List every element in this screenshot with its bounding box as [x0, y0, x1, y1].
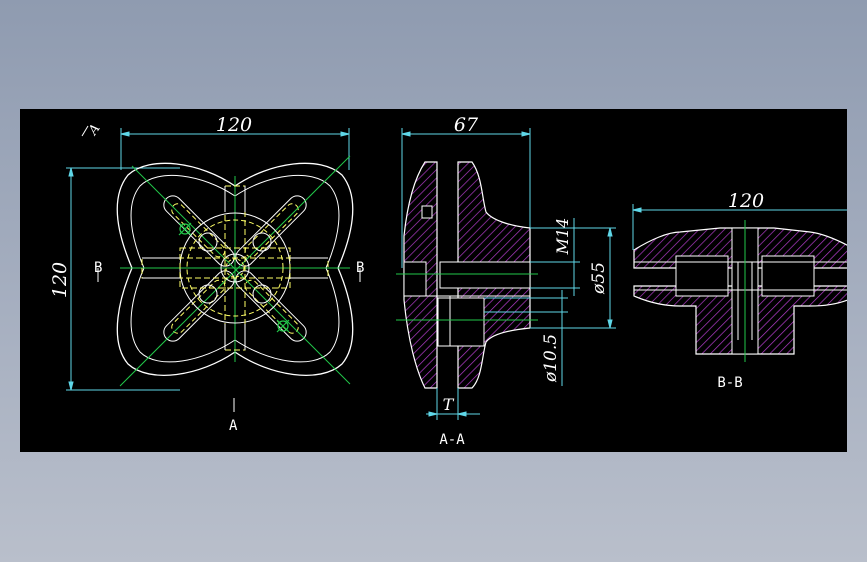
centerlines: [119, 155, 351, 387]
aa-centerlines: [396, 273, 538, 321]
section-a-mark-bottom: A: [229, 418, 238, 434]
aa-t-label: T: [443, 395, 455, 414]
bb-caption: B-B: [717, 375, 742, 391]
bolt-holes: [198, 232, 272, 304]
aa-bore-lower: [437, 297, 485, 347]
section-aa-view: 67 M14 ø55: [396, 114, 616, 448]
aa-right-dimensions: [484, 218, 616, 386]
hub-bore-circle: [220, 253, 250, 283]
diagonal-slots: [163, 195, 307, 342]
hub-bore-thread-circle: [225, 258, 245, 278]
bb-right-void: [761, 255, 815, 297]
cross-arms: [142, 186, 328, 350]
front-height-dimension: [66, 167, 180, 391]
bb-width-label: 120: [728, 190, 764, 212]
section-b-mark-right: B: [356, 260, 364, 276]
drawing-svg: 120 120 A: [49, 114, 847, 448]
section-a-mark-top: A: [85, 121, 103, 138]
aa-bore-upper: [439, 261, 531, 289]
section-bb-view: 120 B-B: [632, 190, 847, 391]
aa-width-label: 67: [454, 114, 479, 136]
bb-left-void: [675, 255, 729, 297]
aa-caption: A-A: [439, 432, 465, 448]
aa-t-dimension: [426, 388, 480, 420]
diagonal-slots-hidden: [171, 203, 299, 334]
front-height-label: 120: [49, 262, 71, 298]
cross-arms-hidden: [141, 185, 329, 351]
aa-outer-dia-label: ø55: [589, 262, 609, 295]
front-view: 120 120 A: [49, 114, 364, 434]
bb-width-dimension: [632, 204, 847, 250]
aa-step: [403, 261, 427, 297]
front-width-label: 120: [216, 114, 252, 136]
front-width-dimension: [120, 128, 350, 170]
aa-small-hole: [421, 205, 433, 219]
aa-bore-label: ø10.5: [541, 334, 561, 383]
hub-hidden-circle: [186, 219, 284, 317]
cad-drawing-canvas: 120 120 A: [20, 109, 847, 452]
slot-markers: [178, 222, 290, 333]
aa-thread-label: M14: [553, 218, 572, 256]
section-b-mark-left: B: [94, 260, 102, 276]
